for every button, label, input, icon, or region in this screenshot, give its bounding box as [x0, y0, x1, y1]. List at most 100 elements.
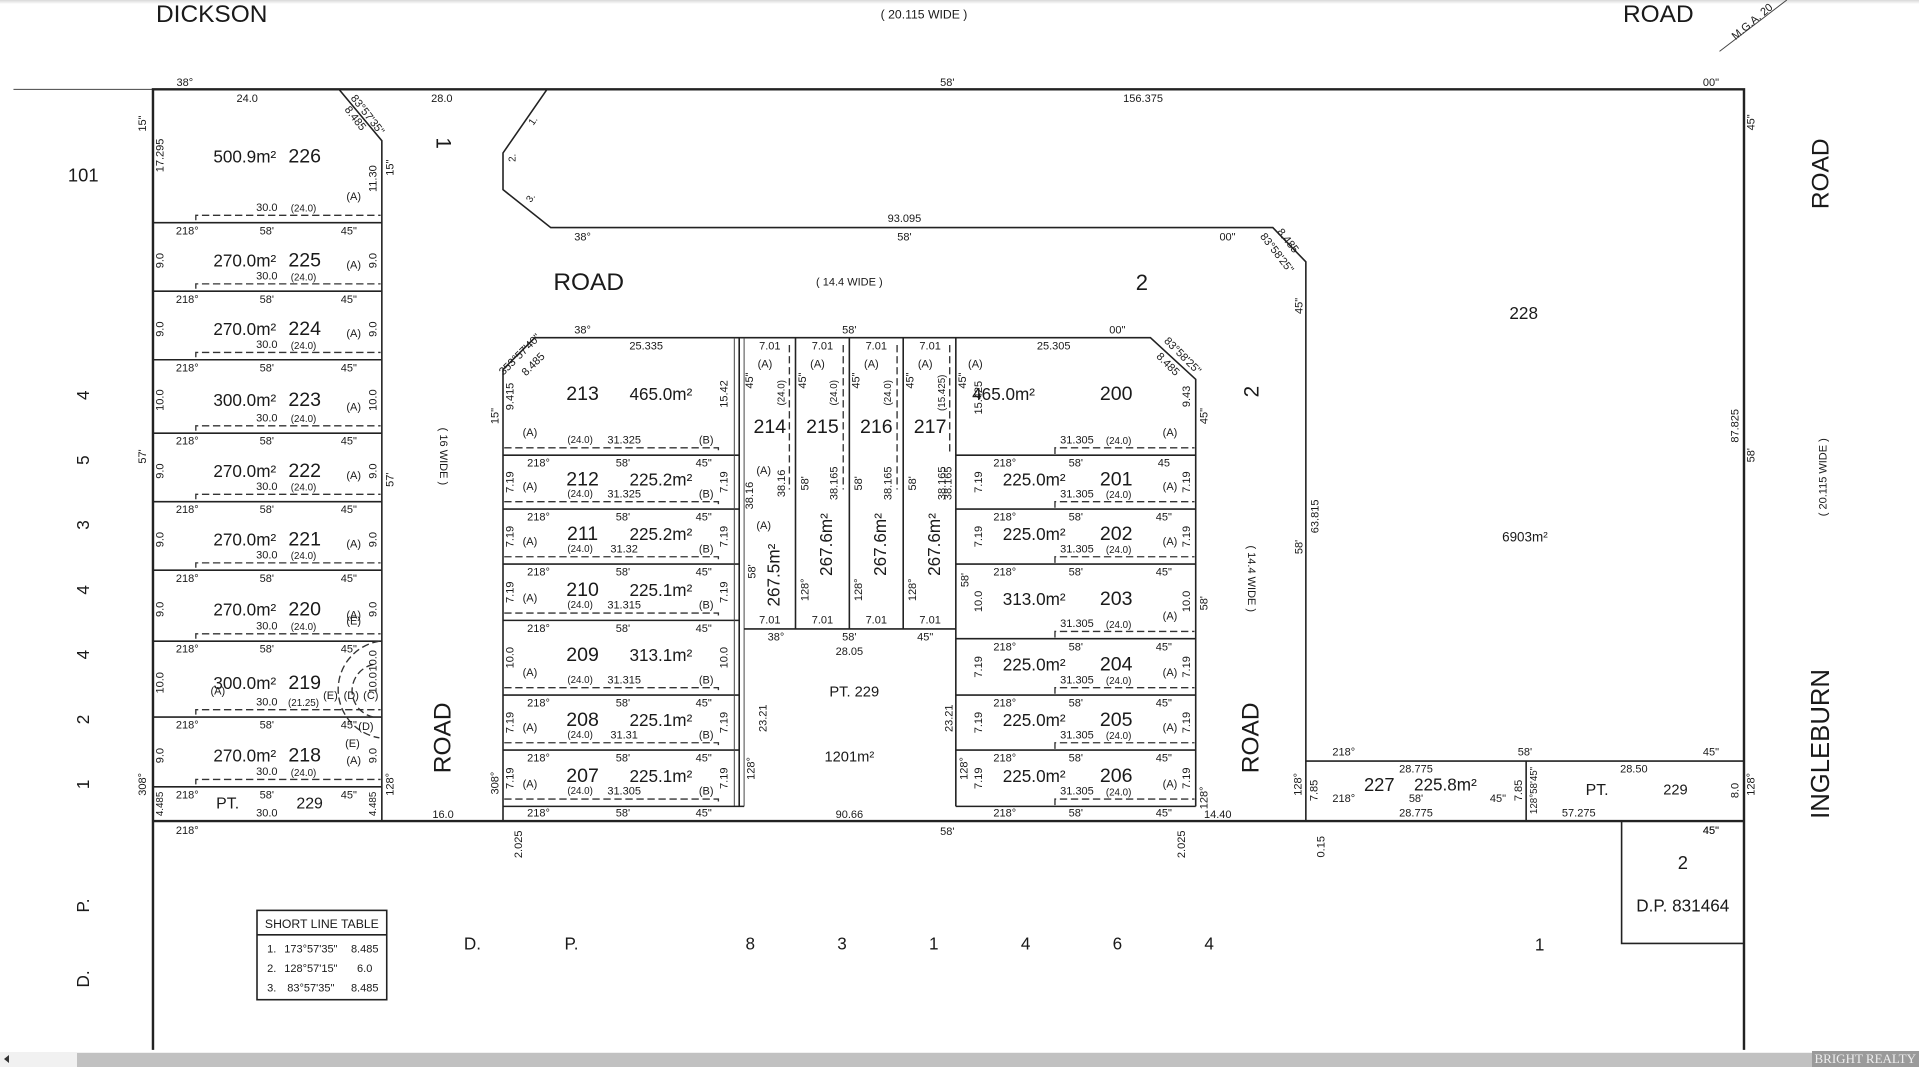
- dimension-label: 218°: [176, 825, 199, 837]
- dimension-label: 15": [490, 408, 502, 424]
- dimension-label: 7.19: [504, 768, 516, 789]
- easement-line: [195, 493, 381, 500]
- dimension-label: 7.01: [919, 340, 940, 352]
- neighbour-dp: P.: [73, 898, 93, 912]
- easement-line: [1054, 556, 1195, 563]
- road-number: 1: [432, 137, 455, 149]
- dimension-label: 128°: [799, 578, 811, 601]
- dimension-label: 00": [1109, 324, 1125, 336]
- dimension-label: 7.19: [973, 656, 985, 677]
- scroll-left-arrow-icon[interactable]: [4, 1055, 9, 1063]
- dimension-label: 58': [260, 644, 274, 656]
- lot-area: 270.0m²: [213, 319, 276, 339]
- easement-line: [195, 351, 381, 358]
- dimension-label: 45": [341, 644, 357, 656]
- dimension-label: 218°: [527, 567, 550, 579]
- dimension-label: 7.19: [973, 526, 985, 547]
- dimension-label: 10.0: [367, 672, 379, 693]
- dimension-label: 45": [797, 372, 809, 388]
- dimension-label: 58': [747, 564, 759, 578]
- dimension-label: 9.0: [154, 602, 166, 617]
- dimension-label: 45": [1198, 408, 1210, 424]
- easement-line: [504, 501, 720, 508]
- dimension-label: 45": [1156, 512, 1172, 524]
- dimension-label: 28.05: [836, 646, 864, 658]
- dimension-label: 45": [341, 573, 357, 585]
- lot-area: 270.0m²: [213, 461, 276, 481]
- dimension-label: (24.0): [1106, 620, 1132, 631]
- easement-line: [195, 633, 381, 639]
- lot-number: 222: [288, 460, 321, 482]
- dimension-label: 218°: [527, 623, 550, 635]
- easement-marker: (B): [699, 600, 714, 612]
- dimension-label: 218°: [176, 789, 199, 801]
- dimension-label: 7.19: [1181, 656, 1193, 677]
- lot-number: PT.: [1586, 782, 1609, 799]
- dimension-label: 58': [1518, 747, 1532, 759]
- dimension-label: (24.0): [567, 435, 593, 446]
- lot-area: 270.0m²: [213, 746, 276, 766]
- neighbour-dp: D.P. 831464: [1636, 895, 1729, 915]
- dimension-label: 58': [1745, 448, 1757, 462]
- dimension-label: 31.305: [1060, 488, 1094, 500]
- easement-line: [504, 798, 720, 806]
- dimension-label: (24.0): [291, 204, 317, 215]
- dimension-label: 9.0: [367, 253, 379, 268]
- easement-line: [504, 556, 720, 563]
- easement-marker: (A): [810, 359, 825, 371]
- dimension-label: 45": [696, 512, 712, 524]
- dimension-label: (24.0): [1106, 490, 1132, 501]
- dimension-label: 308°: [137, 773, 149, 796]
- dimension-label: 31.32: [610, 543, 638, 555]
- dimension-label: 38.165: [829, 467, 841, 501]
- horizontal-scrollbar[interactable]: [0, 1052, 1919, 1067]
- watermark: BRIGHT REALTY: [1811, 1051, 1919, 1067]
- lot-area: 267.6m²: [870, 513, 890, 576]
- lot-area: 465.0m²: [972, 384, 1035, 404]
- lot-number: 207: [566, 765, 599, 787]
- easement-marker: (A): [523, 427, 538, 439]
- dimension-label: 45": [1703, 747, 1719, 759]
- dimension-label: (21.25): [288, 698, 319, 709]
- easement-marker: (A): [346, 328, 361, 340]
- dimension-label: 58': [1069, 567, 1083, 579]
- easement-marker: (A): [523, 536, 538, 548]
- dimension-label: (24.0): [567, 544, 593, 555]
- scrollbar-thumb[interactable]: [77, 1053, 1837, 1067]
- dimension-label: 38.165: [883, 467, 895, 501]
- dimension-label: 45": [696, 808, 712, 820]
- dimension-label: 45": [1294, 298, 1306, 314]
- lot-area: 313.0m²: [1003, 589, 1066, 609]
- dimension-label: 218°: [993, 512, 1016, 524]
- lot-number: PT. 229: [829, 685, 879, 701]
- dimension-label: 7.19: [719, 582, 731, 603]
- dimension-label: 58': [1198, 596, 1210, 610]
- dimension-label: 7.01: [759, 614, 780, 626]
- dimension-label: (24.0): [291, 551, 317, 562]
- dimension-label: 218°: [993, 808, 1016, 820]
- dimension-label: 58': [1069, 753, 1083, 765]
- dimension-label: 218°: [1332, 793, 1355, 805]
- dimension-label: 31.305: [607, 786, 641, 798]
- dimension-label: 45": [917, 632, 933, 644]
- dimension-label: 45": [341, 504, 357, 516]
- dimension-label: 15": [137, 115, 149, 131]
- dimension-label: 30.0: [256, 339, 277, 351]
- dimension-label: 31.325: [607, 488, 641, 500]
- easement-line: [1054, 687, 1195, 694]
- lot-area: 270.0m²: [213, 530, 276, 550]
- dimension-label: 58': [960, 573, 972, 587]
- dimension-label: 7.85: [1308, 780, 1320, 801]
- easement-marker: (A): [756, 465, 771, 477]
- road-name: ROAD: [1808, 138, 1835, 209]
- neighbour-dp: 3: [837, 933, 847, 953]
- dimension-label: 58': [1069, 512, 1083, 524]
- easement-line: [195, 425, 381, 431]
- dimension-label: 128°: [1198, 786, 1210, 809]
- dimension-label: 128°: [384, 773, 396, 796]
- dimension-label: 308°: [490, 772, 502, 795]
- dimension-label: (24.0): [567, 489, 593, 500]
- lot-area: 225.1m²: [629, 580, 692, 600]
- dimension-label: 218°: [176, 294, 199, 306]
